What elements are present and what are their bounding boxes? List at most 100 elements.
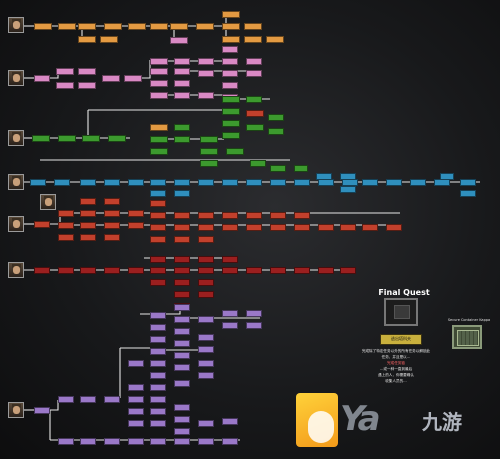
quest-node[interactable] [128, 210, 144, 217]
quest-node[interactable] [440, 173, 454, 180]
quest-node[interactable] [78, 68, 96, 75]
quest-node[interactable] [174, 340, 190, 347]
quest-node[interactable] [222, 438, 238, 445]
quest-node[interactable] [174, 236, 190, 243]
quest-node[interactable] [174, 364, 190, 371]
quest-node[interactable] [80, 179, 96, 186]
quest-node[interactable] [270, 212, 286, 219]
quest-node[interactable] [174, 212, 190, 219]
quest-node[interactable] [198, 92, 214, 99]
quest-node[interactable] [246, 58, 262, 65]
quest-node[interactable] [198, 70, 214, 77]
quest-node[interactable] [58, 210, 74, 217]
quest-node[interactable] [54, 179, 70, 186]
quest-node[interactable] [32, 135, 50, 142]
quest-node[interactable] [222, 256, 238, 263]
quest-node[interactable] [80, 222, 96, 229]
quest-node[interactable] [198, 346, 214, 353]
quest-node[interactable] [174, 438, 190, 445]
quest-node[interactable] [222, 267, 238, 274]
quest-node[interactable] [174, 179, 190, 186]
quest-node[interactable] [270, 165, 286, 172]
quest-node[interactable] [150, 336, 166, 343]
quest-node[interactable] [58, 267, 74, 274]
quest-node[interactable] [294, 224, 310, 231]
quest-node[interactable] [244, 36, 262, 43]
quest-node[interactable] [294, 267, 310, 274]
quest-node[interactable] [362, 179, 378, 186]
quest-node[interactable] [82, 135, 100, 142]
quest-node[interactable] [222, 11, 240, 18]
quest-node[interactable] [124, 75, 142, 82]
quest-node[interactable] [58, 438, 74, 445]
quest-node[interactable] [170, 23, 188, 30]
quest-node[interactable] [128, 222, 144, 229]
quest-node[interactable] [150, 372, 166, 379]
quest-node[interactable] [270, 224, 286, 231]
quest-node[interactable] [34, 407, 50, 414]
quest-node[interactable] [198, 58, 214, 65]
quest-node[interactable] [174, 224, 190, 231]
quest-node[interactable] [222, 322, 238, 329]
quest-node[interactable] [198, 279, 214, 286]
quest-node[interactable] [386, 224, 402, 231]
quest-node[interactable] [150, 408, 166, 415]
quest-node[interactable] [150, 92, 168, 99]
quest-node[interactable] [222, 36, 240, 43]
quest-node[interactable] [174, 304, 190, 311]
quest-node[interactable] [268, 128, 284, 135]
quest-node[interactable] [58, 396, 74, 403]
quest-node[interactable] [222, 23, 240, 30]
quest-node[interactable] [246, 310, 262, 317]
quest-node[interactable] [200, 160, 218, 167]
quest-node[interactable] [222, 120, 240, 127]
quest-node[interactable] [174, 92, 190, 99]
quest-node[interactable] [170, 37, 188, 44]
quest-node[interactable] [80, 234, 96, 241]
quest-node[interactable] [150, 267, 166, 274]
quest-node[interactable] [78, 23, 96, 30]
quest-node[interactable] [128, 420, 144, 427]
quest-node[interactable] [150, 324, 166, 331]
quest-node[interactable] [198, 420, 214, 427]
quest-node[interactable] [102, 75, 120, 82]
quest-node[interactable] [174, 380, 190, 387]
quest-node[interactable] [56, 82, 74, 89]
quest-node[interactable] [150, 348, 166, 355]
quest-node[interactable] [128, 408, 144, 415]
quest-node[interactable] [200, 148, 218, 155]
quest-node[interactable] [34, 23, 52, 30]
quest-node[interactable] [174, 291, 190, 298]
quest-node[interactable] [150, 236, 166, 243]
quest-node[interactable] [198, 438, 214, 445]
quest-node[interactable] [198, 334, 214, 341]
quest-node[interactable] [58, 222, 74, 229]
quest-node[interactable] [34, 267, 50, 274]
quest-node[interactable] [150, 360, 166, 367]
quest-node[interactable] [78, 82, 96, 89]
quest-node[interactable] [246, 96, 262, 103]
quest-node[interactable] [150, 279, 166, 286]
quest-node[interactable] [198, 256, 214, 263]
quest-node[interactable] [150, 438, 166, 445]
quest-node[interactable] [174, 416, 190, 423]
quest-node[interactable] [80, 396, 96, 403]
quest-node[interactable] [318, 179, 334, 186]
quest-node[interactable] [80, 210, 96, 217]
quest-node[interactable] [100, 36, 118, 43]
quest-node[interactable] [128, 438, 144, 445]
quest-node[interactable] [56, 68, 74, 75]
quest-node[interactable] [250, 160, 266, 167]
quest-node[interactable] [318, 267, 334, 274]
quest-node[interactable] [174, 352, 190, 359]
quest-node[interactable] [150, 190, 166, 197]
quest-node[interactable] [198, 316, 214, 323]
quest-node[interactable] [340, 173, 356, 180]
quest-node[interactable] [174, 404, 190, 411]
quest-node[interactable] [410, 179, 426, 186]
quest-node[interactable] [128, 267, 144, 274]
quest-node[interactable] [386, 179, 402, 186]
quest-node[interactable] [104, 234, 120, 241]
quest-node[interactable] [128, 360, 144, 367]
quest-node[interactable] [246, 224, 262, 231]
